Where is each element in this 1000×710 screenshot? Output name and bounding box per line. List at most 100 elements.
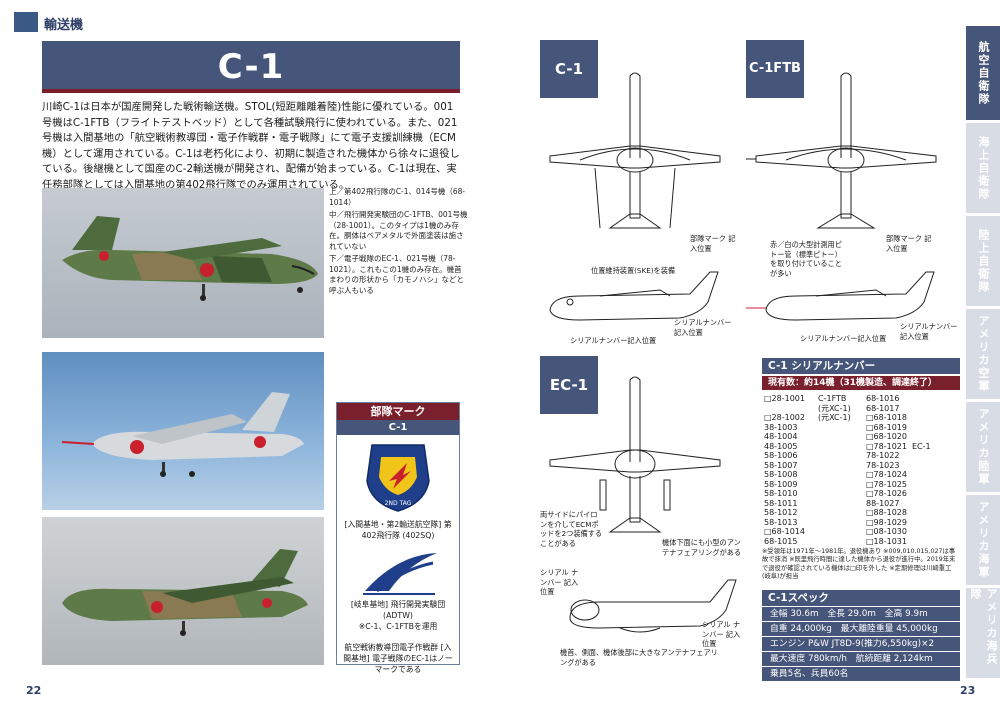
serial-item: □88-1028	[866, 508, 907, 517]
unit-ec1-note: 航空戦術教導団電子作戦群 [入間基地] 電子戦隊のEC-1はノーマークである	[343, 643, 453, 674]
2nd-tag-emblem-icon: 2ND TAG	[366, 444, 430, 512]
serial-item: 88-1027	[866, 498, 900, 508]
serial-item: □28-1002	[764, 413, 805, 422]
serial-item: □68-1020	[866, 432, 907, 441]
tab-usaf[interactable]: アメリカ空軍	[966, 309, 1000, 399]
serial-notes: ※受領年は1971年～1981年。退役機あり ※009,010,015,027は…	[762, 548, 956, 580]
anno-serial-ftb-tail: シリアルナンバー 記入位置	[900, 322, 958, 341]
unit-mark-box: 部隊マーク C-1 2ND TAG [入間基地・第2輸送航空隊] 第402飛行隊…	[336, 402, 460, 674]
serial-note: C-1FTB	[818, 394, 847, 403]
tab-usmc[interactable]: アメリカ海兵隊	[966, 588, 1000, 678]
tag-c1ftb: C-1FTB	[746, 40, 804, 98]
photo-c1-014	[42, 188, 324, 338]
serial-item: 58-1013	[764, 517, 798, 527]
spec-row: 最大速度 780km/h 航続距離 2,124km	[762, 652, 960, 666]
serial-item: 68-1016	[866, 394, 900, 403]
serial-item: 58-1008	[764, 470, 798, 479]
title-band: C-1	[42, 41, 460, 93]
serial-note: (元XC-1)	[818, 413, 851, 422]
serial-col-2: C-1FTB (元XC-1) (元XC-1)	[818, 394, 851, 423]
tab-asdf[interactable]: 航空自衛隊	[966, 26, 1000, 120]
serial-item: □78-1026	[866, 489, 907, 498]
c1ftb-top-view-drawing	[746, 72, 937, 229]
serial-item: 48-1005	[764, 441, 798, 451]
serial-col-3: 68-1016 68-1017 □68-1018 □68-1019 □68-10…	[866, 394, 907, 546]
anno-fairing-small: 機体下面にも小型のアンテナフェアリングがある	[662, 538, 742, 557]
anno-ecm-pods: 両サイドにパイロンを介してECMポッドを2つ装備することがある	[540, 510, 603, 548]
serial-item: □78-1024	[866, 470, 907, 479]
serial-subtitle: 現有数：約14機（31機製造、調達終了）	[762, 376, 960, 390]
intro-text: 川崎C-1は日本が国産開発した戦術輸送機。STOL(短距離離着陸)性能に優れてい…	[42, 101, 460, 191]
serial-item: 58-1011	[764, 498, 798, 508]
page-number-right: 23	[960, 684, 976, 697]
c1-top-view-drawing	[549, 72, 721, 229]
tag-ec1: EC-1	[540, 356, 598, 414]
serial-list: □28-1001 □28-1002 38-1003 48-1004 48-100…	[762, 394, 960, 546]
serial-note: EC-1	[912, 441, 931, 451]
anno-serial-c1-tail: シリアルナンバー 記入位置	[674, 318, 732, 337]
ec1-aircraft-illustration	[62, 549, 308, 636]
serial-col-1: □28-1001 □28-1002 38-1003 48-1004 48-100…	[764, 394, 805, 546]
serial-item: 78-1023	[866, 460, 900, 470]
photo-c1ftb-001	[42, 352, 324, 510]
serial-item: □68-1014	[764, 527, 805, 536]
spec-row: 自重 24,000kg 最大離陸重量 45,000kg	[762, 622, 960, 636]
title-shade	[42, 89, 460, 93]
anno-serial-ec1: シリアル ナンバー 記入位置	[540, 568, 579, 596]
spec-box: C-1スペック 全幅 30.6m 全長 29.0m 全高 9.9m 自重 24,…	[762, 590, 960, 681]
serial-item: 38-1003	[764, 422, 798, 432]
serial-item: 58-1007	[764, 460, 798, 470]
anno-fairing-large: 機首、側面、機体後部に大きなアンテナフェアリングがある	[560, 648, 718, 667]
serial-item: □68-1018	[866, 413, 907, 422]
serial-col-4: EC-1	[912, 442, 931, 452]
serial-note: (元XC-1)	[818, 403, 851, 413]
category-chip	[14, 12, 38, 32]
silver-aircraft-illustration	[61, 392, 304, 477]
tab-us-navy[interactable]: アメリカ海軍	[966, 495, 1000, 585]
photo-captions: 上／第402飛行隊のC-1、014号機（68-1014） 中／飛行開発実験団のC…	[329, 187, 469, 298]
serial-title: C-1 シリアルナンバー	[762, 358, 960, 374]
anno-serial-ftb: シリアルナンバー記入位置	[800, 334, 887, 343]
tag-c1: C-1	[540, 40, 598, 98]
page-title: C-1	[217, 47, 285, 87]
unit-mark-sub: C-1	[337, 420, 459, 435]
adtw-emblem-icon	[363, 553, 437, 595]
serial-number-box: C-1 シリアルナンバー 現有数：約14機（31機製造、調達終了） □28-10…	[762, 358, 960, 581]
serial-item: □98-1029	[866, 517, 907, 527]
c1ftb-side-view-drawing	[746, 271, 935, 321]
caption-top: 上／第402飛行隊のC-1、014号機（68-1014）	[329, 187, 466, 207]
serial-item: 78-1022	[866, 451, 900, 460]
serial-item: 68-1015	[764, 536, 798, 546]
anno-serial-ec1-tail: シリアル ナンバー 記入位置	[702, 620, 741, 648]
anno-unit-mark-c1: 部隊マーク 記入位置	[690, 234, 736, 253]
serial-item	[764, 404, 805, 414]
section-tabs: 航空自衛隊 海上自衛隊 陸上自衛隊 アメリカ空軍 アメリカ陸軍 アメリカ海軍 ア…	[966, 26, 1000, 681]
emblem-text: 2ND TAG	[385, 500, 412, 507]
serial-item: □28-1001	[764, 394, 805, 403]
serial-item: □78-1021	[866, 441, 907, 451]
spec-row: 全幅 30.6m 全長 29.0m 全高 9.9m	[762, 607, 960, 621]
page-number-left: 22	[26, 684, 42, 697]
unit-adtw: [岐阜基地] 飛行開発実験団 (ADTW)	[350, 600, 446, 620]
category-header: 輸送機	[14, 12, 484, 33]
tab-gsdf[interactable]: 陸上自衛隊	[966, 216, 1000, 306]
tab-msdf[interactable]: 海上自衛隊	[966, 123, 1000, 213]
anno-ftb-probe: 赤／白の大型計測用ピトー管（標準ピトー）を取り付けていることが多い	[770, 240, 842, 278]
ec1-side-view-drawing	[569, 579, 737, 633]
serial-item: □78-1025	[866, 479, 907, 489]
spec-title: C-1スペック	[762, 590, 960, 606]
serial-item: 58-1006	[764, 451, 798, 460]
spec-row: 乗員5名、兵員60名	[762, 667, 960, 681]
tab-us-army[interactable]: アメリカ陸軍	[966, 402, 1000, 492]
caption-middle: 中／飛行開発実験団のC-1FTB、001号機（28-1001）。このタイプは1機…	[329, 210, 468, 251]
serial-item: □18-1031	[866, 536, 907, 546]
serial-item: □68-1019	[866, 422, 907, 432]
photo-ec1-021	[42, 517, 324, 665]
ec1-top-view-drawing	[549, 376, 721, 533]
anno-ske: 位置維持装置(SKE)を装備	[591, 266, 676, 275]
c1-side-view-drawing	[549, 271, 719, 321]
anno-unit-mark-ftb: 部隊マーク 記入位置	[886, 234, 932, 253]
serial-item: 58-1012	[764, 508, 798, 517]
spec-row: エンジン P&W JT8D-9(推力6,550kg)×2	[762, 637, 960, 651]
serial-item: 48-1004	[764, 432, 798, 441]
